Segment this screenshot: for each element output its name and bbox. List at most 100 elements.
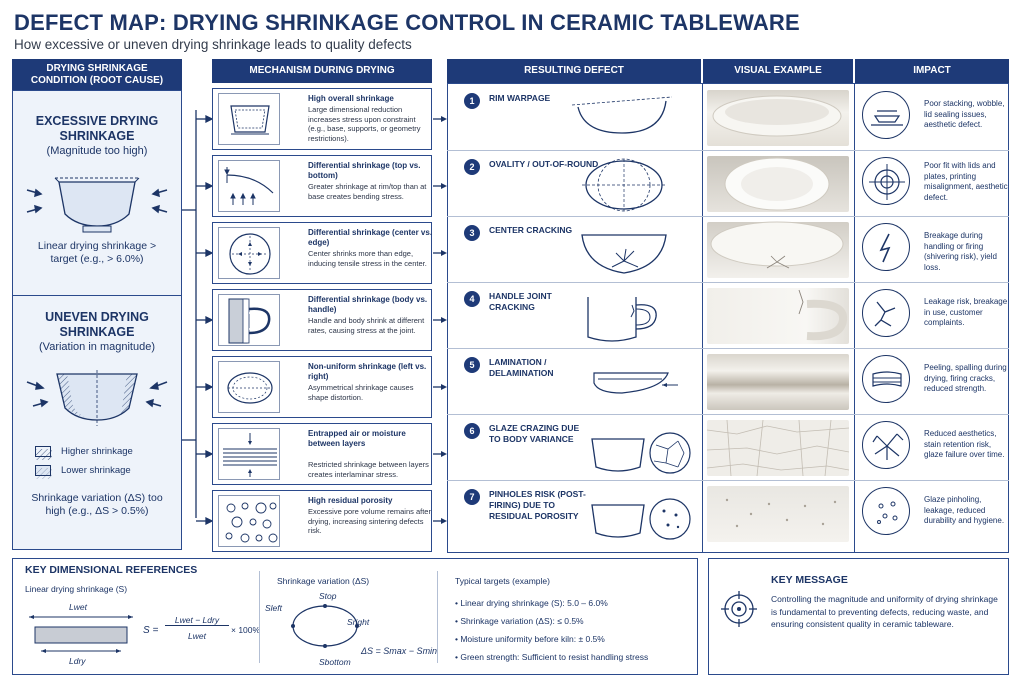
defect-name: RIM WARPAGE [489,93,551,103]
high-shrinkage-icon [218,93,280,145]
defect-number: 5 [464,357,480,373]
defect-name: LAMINATION / DELAMINATION [489,357,554,378]
mechanism-row: High overall shrinkage Large dimensional… [212,88,432,150]
mechanism-row: Entrapped air or moisture between layers… [212,423,432,485]
mechanism-desc: Asymmetrical shrinkage causes shape dist… [308,383,414,402]
legend-high-label: Higher shrinkage [61,446,133,457]
condition-title: UNEVEN DRYING SHRINKAGE [45,310,149,339]
branch-arrowhead [205,382,214,392]
formula-denominator: Lwet [188,631,206,641]
mechanism-row: Differential shrinkage (center vs. edge)… [212,222,432,284]
key-message-panel: KEY MESSAGE Controlling the magnitude an… [708,558,1009,675]
col-divider [702,84,703,552]
variation-label: Shrinkage variation (ΔS) [277,576,370,586]
references-title: KEY DIMENSIONAL REFERENCES [25,564,198,576]
branch-arrowhead [205,449,214,459]
formula-tail: × 100% [231,625,261,635]
mechanism-desc: Greater shrinkage at rim/top than at bas… [308,182,427,201]
condition-subtitle: (Magnitude too high) [46,145,148,157]
defect-arrowhead [441,384,447,390]
pinhole-icon [862,487,910,535]
center-edge-shrink-icon [218,227,280,279]
stack-icon [862,91,910,139]
condition-excessive: EXCESSIVE DRYING SHRINKAGE (Magnitude to… [13,90,181,294]
center-crack-photo [707,221,849,278]
crazing-photo [706,419,850,477]
mechanism-title: Differential shrinkage (top vs. bottom) [308,161,421,180]
linear-shrink-diagram [29,615,133,653]
ovality-diagram [582,158,666,212]
condition-title: EXCESSIVE DRYING SHRINKAGE [35,114,159,143]
legend-high-swatch [35,446,52,460]
legend-low-label: Lower shrinkage [61,465,131,476]
crosshair-icon [721,591,757,627]
mechanism-title: Entrapped air or moisture between layers [308,429,406,448]
defect-number: 4 [464,291,480,307]
crazing-icon [862,421,910,469]
target-item: • Green strength: Sufficient to resist h… [455,652,649,662]
impact-text: Peeling, spalling during drying, firing … [924,363,1007,393]
mechanism-title: High residual porosity [308,496,393,505]
defect-name: PINHOLES RISK (POST-FIRING) DUE TO RESID… [489,489,586,521]
branch-arrowhead [205,516,214,526]
defect-name: OVALITY / OUT-OF-ROUND [489,159,599,169]
branch-arrowhead [205,181,214,191]
mechanism-desc: Excessive pore volume remains after dryi… [308,507,431,535]
lamination-photo [707,354,849,410]
page-title: DEFECT MAP: DRYING SHRINKAGE CONTROL IN … [14,10,800,35]
linear-shrinkage-label: Linear drying shrinkage (S) [25,584,128,594]
ref-divider [259,571,260,663]
mechanism-desc: Large dimensional reduction increases st… [308,105,421,143]
formula-numerator: Lwet − Ldry [165,615,229,626]
references-panel: KEY DIMENSIONAL REFERENCES Linear drying… [12,558,698,675]
s-left-label: Sleft [265,603,283,613]
defect-arrowhead [441,451,447,457]
defect-arrowhead [441,116,447,122]
defect-row: 5 LAMINATION / DELAMINATION Peeling, spa… [447,349,1009,415]
handle-joint-icon [218,294,280,346]
defect-number: 2 [464,159,480,175]
condition-subtitle: (Variation in magnitude) [39,341,155,353]
condition-divider [13,295,181,297]
branch-arrowhead [205,315,214,325]
s-right-label: Sright [347,617,370,627]
defect-arrowhead [441,317,447,323]
mechanism-row: Non-uniform shrinkage (left vs. right) A… [212,356,432,418]
defect-number: 3 [464,225,480,241]
lightning-crack-icon [862,223,910,271]
impact-text: Leakage risk, breakage in use, customer … [924,297,1008,327]
defect-arrowhead [441,250,447,256]
pinhole-photo [707,486,849,542]
mechanism-title: High overall shrinkage [308,94,394,103]
target-item: • Shrinkage variation (ΔS): ≤ 0.5% [455,616,584,626]
mechanism-row: Differential shrinkage (top vs. bottom) … [212,155,432,217]
formula-lhs: S = [143,625,159,636]
ref-divider [437,571,438,663]
mechanism-row: Differential shrinkage (body vs. handle)… [212,289,432,351]
l-dry-label: Ldry [69,656,86,666]
mechanism-title: Non-uniform shrinkage (left vs. right) [308,362,427,381]
mechanism-defect-arrows [433,116,447,524]
header-impact: IMPACT [855,59,1009,83]
mechanism-title: Differential shrinkage (body vs. handle) [308,295,428,314]
defect-number: 6 [464,423,480,439]
impact-text: Poor fit with lids and plates, printing … [924,161,1008,202]
defect-arrowhead [441,183,447,189]
mechanism-title: Differential shrinkage (center vs. edge) [308,228,433,247]
center-crack-diagram [581,234,667,274]
impact-text: Poor stacking, wobble, lid sealing issue… [924,99,1005,129]
col-divider [854,84,855,552]
condition-uneven: UNEVEN DRYING SHRINKAGE (Variation in ma… [13,296,181,550]
mechanism-desc: Center shrinks more than edge, inducing … [308,249,427,268]
s-bottom-label: Sbottom [319,657,351,667]
targets-title: Typical targets (example) [455,576,550,586]
defect-row: 7 PINHOLES RISK (POST-FIRING) DUE TO RES… [447,481,1009,547]
defect-name: GLAZE CRAZING DUE TO BODY VARIANCE [489,423,580,444]
uneven-bowl-diagram [26,370,168,426]
delta-formula: ΔS = Smax − Smin [361,646,438,656]
target-item: • Moisture uniformity before kiln: ± 0.5… [455,634,605,644]
header-visual: VISUAL EXAMPLE [703,59,853,83]
header-defect: RESULTING DEFECT [447,59,701,83]
variation-ellipse [291,604,359,648]
porosity-icon [218,495,280,547]
